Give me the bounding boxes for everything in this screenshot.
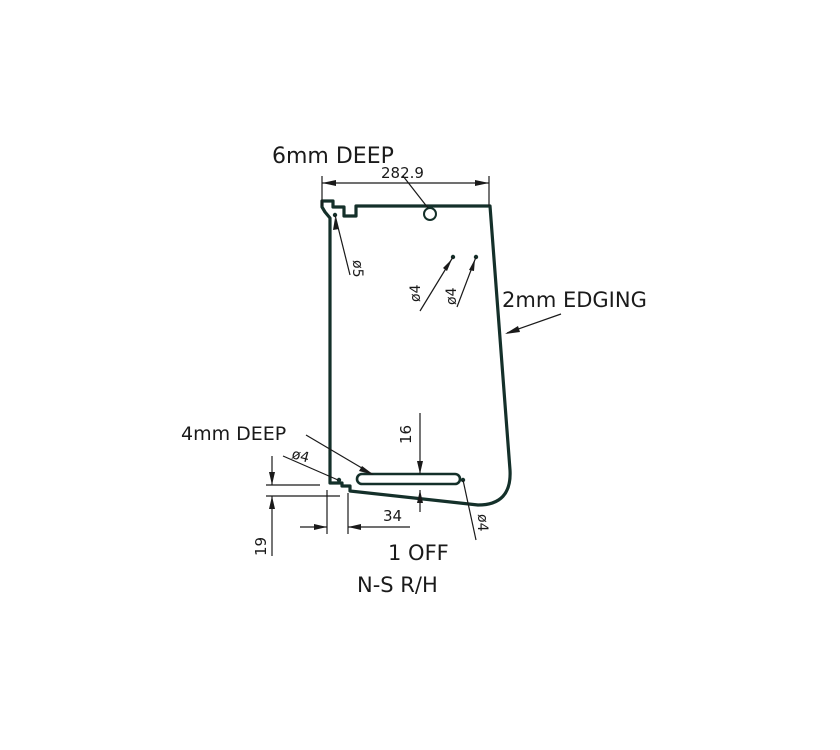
- hole-d5-label: ø5: [349, 260, 365, 277]
- dim-19-label: 19: [252, 537, 270, 556]
- hole-dot-d4-d: [336, 477, 342, 483]
- dim-16-label: 16: [397, 425, 415, 444]
- width-dimension-label: 282.9: [381, 164, 424, 182]
- hole-d4-label-b: ø4: [444, 287, 460, 305]
- hole-d4-label-a: ø4: [408, 284, 424, 302]
- panel-outline: [320, 199, 512, 507]
- hole-circle-top: [423, 207, 437, 221]
- edging-label: 2mm EDGING: [502, 288, 647, 312]
- part-ref-label: N-S R/H: [357, 573, 438, 597]
- hole-d4-label-d: ø4: [474, 514, 490, 532]
- hole-d4-label-c: ø4: [290, 446, 311, 466]
- slot-depth-label: 4mm DEEP: [181, 423, 286, 445]
- top-depth-label: 6mm DEEP: [272, 144, 394, 169]
- slot: [355, 472, 462, 486]
- dim-34-label: 34: [383, 507, 402, 525]
- quantity-label: 1 OFF: [388, 541, 449, 565]
